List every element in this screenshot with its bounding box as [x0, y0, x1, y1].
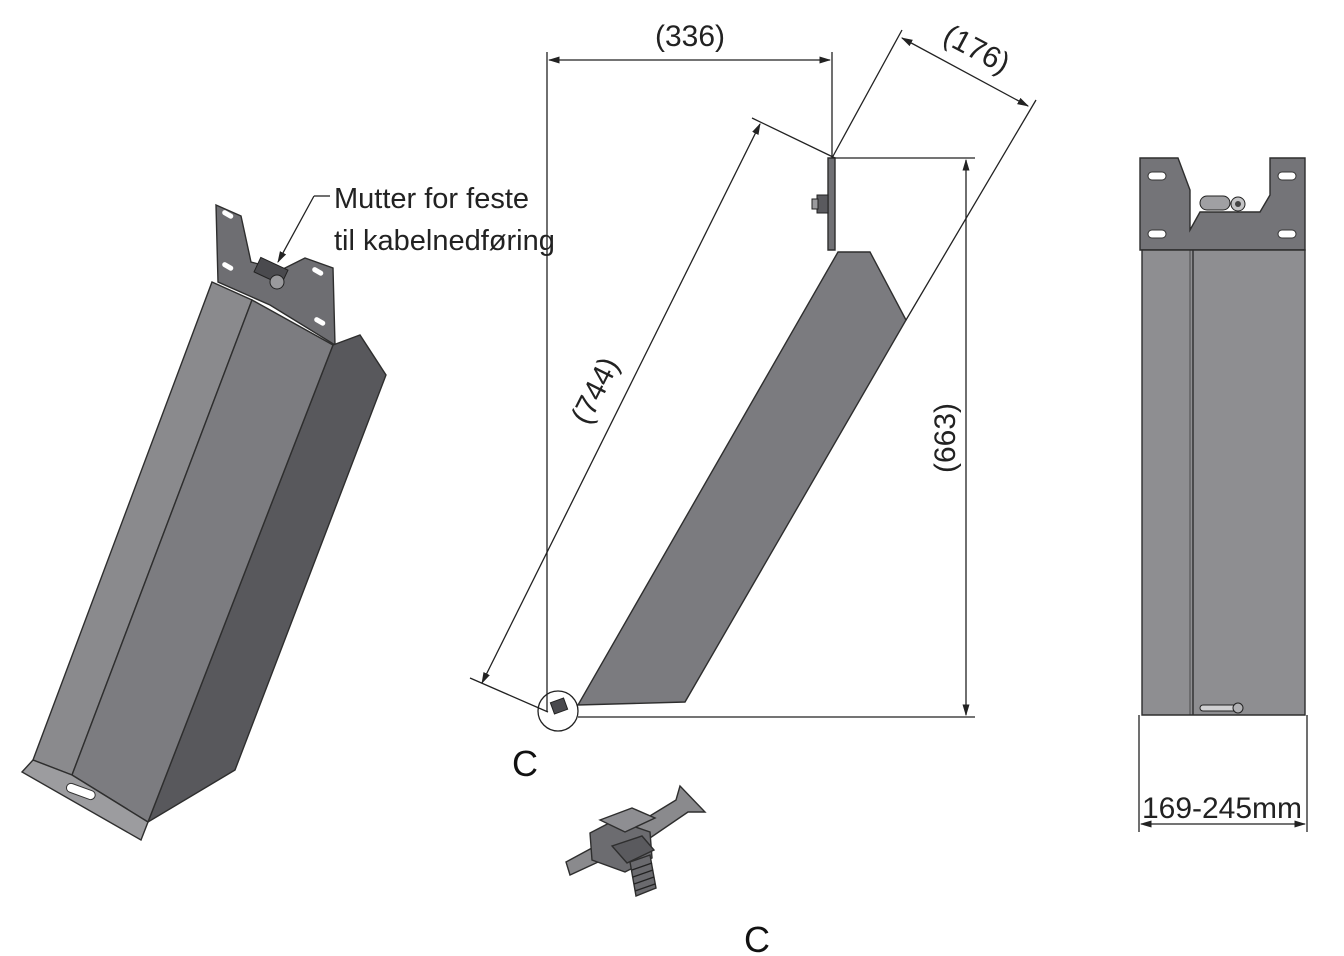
- dim-text-176: (176): [938, 19, 1015, 81]
- detail-c-circle: [537, 690, 579, 732]
- side-nut-icon: [811, 194, 829, 214]
- iso-bottom-flange: [20, 759, 149, 842]
- iso-nut-icon: [253, 256, 289, 290]
- side-mounting-plate: [827, 157, 836, 251]
- side-bottom-nut-icon: [549, 697, 569, 715]
- callout-leader: [277, 195, 315, 264]
- detail-c-marker-label: C: [512, 743, 538, 784]
- dim-text-336: (336): [655, 20, 725, 53]
- iso-slot: [314, 317, 326, 326]
- side-body-profile: [576, 251, 907, 706]
- detail-c-view: C: [565, 784, 770, 956]
- iso-slot: [222, 262, 234, 271]
- iso-slot: [222, 210, 234, 219]
- front-slot: [1277, 171, 1297, 181]
- dim-text-663: (663): [929, 403, 962, 473]
- callout-text-line2: til kabelnedføring: [334, 225, 555, 257]
- dim-text-744: (744): [565, 352, 626, 429]
- front-bottom-bolt-icon: [1199, 702, 1244, 714]
- iso-bottom-slot: [65, 782, 96, 801]
- front-nut-icon: [1199, 195, 1246, 212]
- front-body: [1141, 249, 1306, 716]
- front-slot: [1147, 229, 1167, 239]
- front-slot: [1277, 229, 1297, 239]
- dim-line-744: [481, 122, 761, 685]
- side-view: C (336) (663) (744) (176): [469, 19, 1037, 784]
- dim-text-width-range: 169-245mm: [1142, 792, 1302, 825]
- iso-slot: [312, 267, 324, 276]
- detail-bolt-icon: [629, 854, 657, 897]
- front-view: 169-245mm: [1138, 157, 1308, 832]
- dim-line-176: [900, 37, 1030, 107]
- front-slot: [1147, 171, 1167, 181]
- detail-c-view-label: C: [744, 919, 770, 956]
- callout-text-line1: Mutter for feste: [334, 183, 529, 215]
- isometric-view: Mutter for feste til kabelnedføring: [20, 183, 555, 842]
